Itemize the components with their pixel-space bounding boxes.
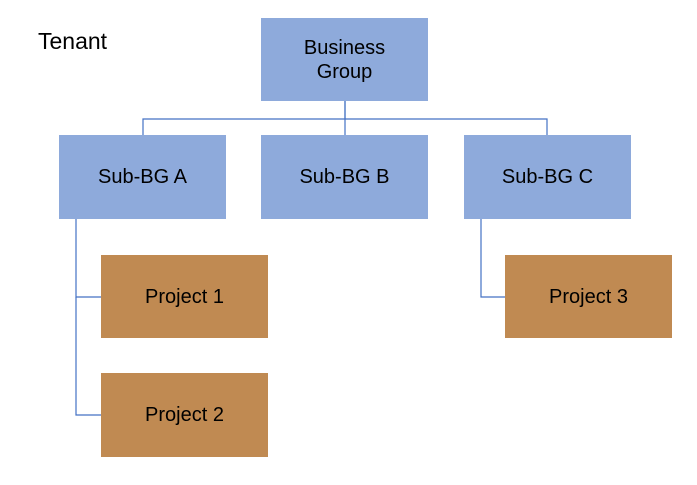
tenant-label: Tenant: [38, 28, 108, 54]
sub-bg-b-label: Sub-BG B: [299, 166, 390, 188]
sub-bg-c-node: Sub-BG C: [464, 135, 631, 219]
business-group-label: Business Group: [303, 36, 386, 83]
business-group-node: Business Group: [261, 18, 428, 101]
sub-bg-a-label: Sub-BG A: [98, 166, 187, 188]
sub-bg-b-node: Sub-BG B: [261, 135, 428, 219]
connector-sub-bg-a-to-project-1: [75, 219, 101, 298]
sub-bg-a-node: Sub-BG A: [59, 135, 226, 219]
project-1-node: Project 1: [101, 255, 268, 338]
connector-bg-to-sub-bg-c: [345, 118, 548, 135]
connector-sub-bg-c-to-project-3: [480, 219, 505, 298]
project-3-node: Project 3: [505, 255, 672, 338]
connector-sub-bg-a-to-project-2: [75, 297, 101, 416]
project-1-label: Project 1: [145, 285, 224, 308]
project-2-label: Project 2: [145, 404, 224, 426]
connector-bg-to-sub-bg-a: [142, 101, 346, 135]
sub-bg-c-label: Sub-BG C: [501, 166, 594, 188]
project-3-label: Project 3: [549, 285, 628, 308]
project-2-node: Project 2: [101, 373, 268, 457]
